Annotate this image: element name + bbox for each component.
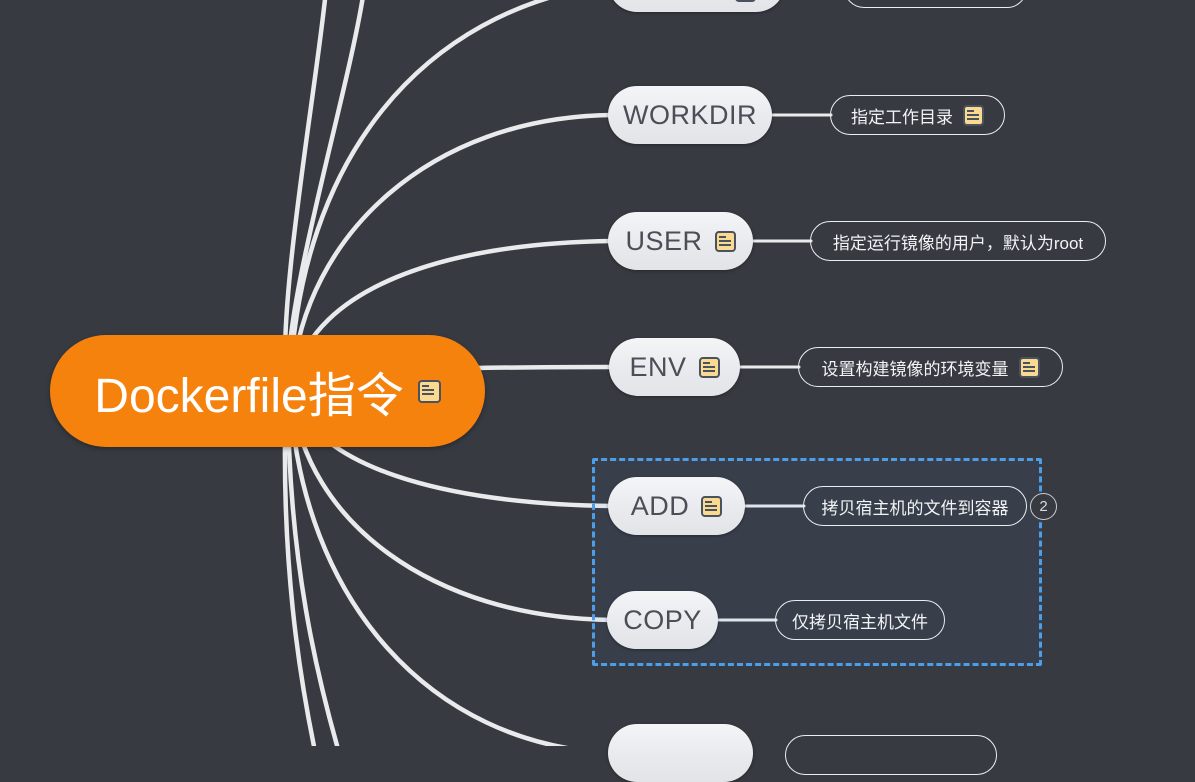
note-icon[interactable] — [735, 0, 756, 2]
child-node-label: 指定工作目录 — [851, 107, 953, 127]
topic-node-label: WORKDIR — [623, 99, 757, 130]
topic-node-env[interactable]: ENV — [609, 338, 740, 396]
branch-curve-top-node — [287, 0, 550, 386]
child-node-copy[interactable]: 仅拷贝宿主机文件 — [775, 600, 945, 640]
note-icon[interactable] — [714, 230, 736, 252]
branch-curve-workdir — [289, 112, 615, 383]
group-count-badge[interactable]: 2 — [1030, 493, 1057, 520]
topic-node-workdir[interactable]: WORKDIR — [608, 86, 772, 144]
topic-node-top-partial[interactable] — [608, 0, 785, 12]
branch-curve-offscreen-bottom-2 — [285, 392, 340, 746]
topic-node-copy[interactable]: COPY — [607, 591, 718, 649]
branch-curve-offscreen-bottom-1 — [282, 392, 317, 746]
child-node-label: 指定运行镜像的用户，默认为root — [832, 233, 1084, 253]
note-icon[interactable] — [963, 104, 984, 126]
branch-curve-bottom-node — [287, 392, 569, 746]
topic-node-label: ADD — [630, 490, 690, 521]
child-node-label: 拷贝宿主机的文件到容器 — [821, 498, 1009, 518]
child-node-label: 设置构建镜像的环境变量 — [821, 359, 1009, 379]
child-node-env[interactable]: 设置构建镜像的环境变量 — [798, 347, 1063, 387]
child-node-bottom-partial[interactable] — [785, 735, 997, 775]
mindmap-canvas: { "colors": { "background": "#373A41", "… — [50, 0, 1106, 782]
child-node-label: 仅拷贝宿主机文件 — [792, 612, 928, 632]
note-icon[interactable] — [698, 356, 720, 378]
topic-node-bottom-partial[interactable] — [608, 724, 753, 782]
child-node-add[interactable]: 拷贝宿主机的文件到容器 — [803, 486, 1027, 526]
group-count-label: 2 — [1039, 498, 1048, 515]
child-node-user[interactable]: 指定运行镜像的用户，默认为root — [810, 221, 1106, 261]
child-node-workdir[interactable]: 指定工作目录 — [830, 95, 1005, 135]
topic-node-label: USER — [625, 225, 703, 256]
topic-node-label: COPY — [623, 604, 702, 635]
child-node-top-partial[interactable] — [844, 0, 1027, 8]
note-icon[interactable] — [417, 379, 441, 403]
root-node-dockerfile[interactable]: Dockerfile指令 — [50, 335, 485, 447]
root-node-label: Dockerfile指令 — [94, 370, 404, 423]
note-icon[interactable] — [1018, 356, 1040, 378]
topic-node-user[interactable]: USER — [608, 212, 753, 270]
topic-node-label: ENV — [629, 351, 687, 382]
note-icon[interactable] — [701, 495, 723, 517]
topic-node-add[interactable]: ADD — [608, 477, 745, 535]
